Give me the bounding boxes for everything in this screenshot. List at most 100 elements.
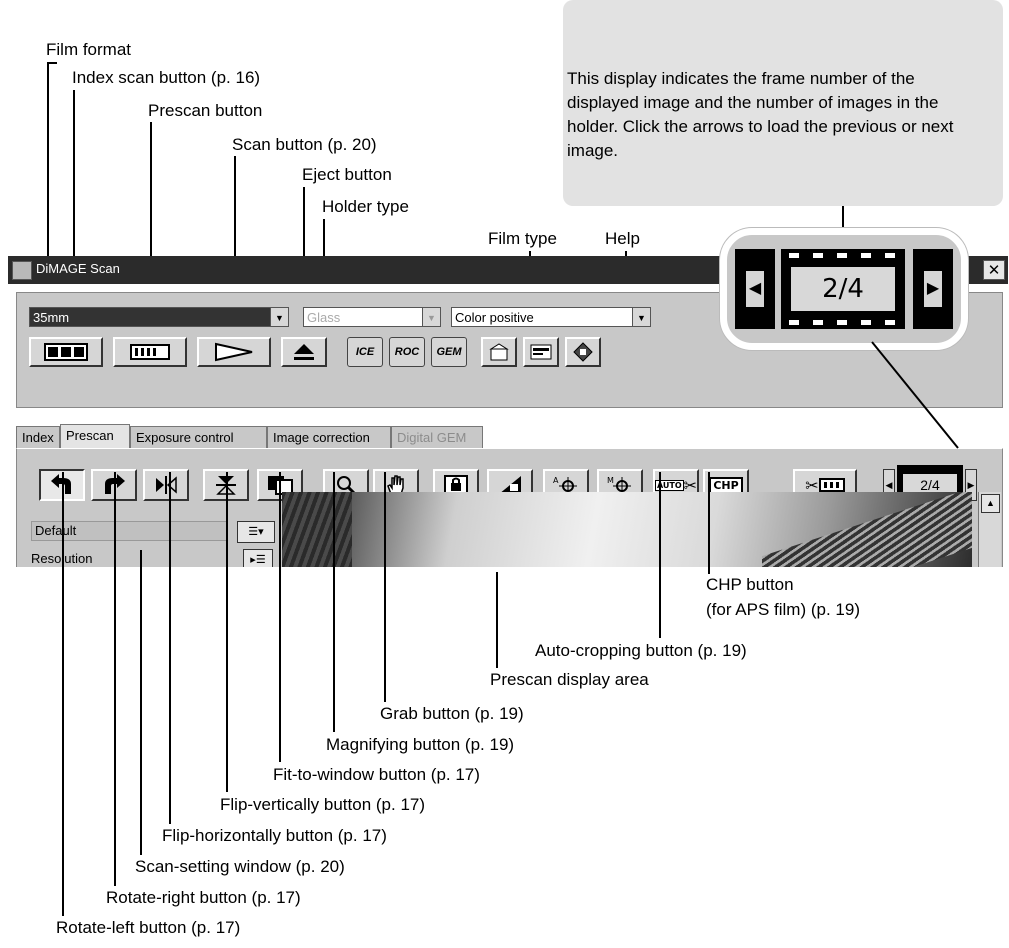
frame-counter-small: 2/4 [897,465,963,505]
leader-fit [279,472,281,762]
label-index-scan: Index scan button (p. 16) [72,68,261,87]
film-format-select[interactable]: 35mm ▼ [29,307,289,327]
tab-image-correction[interactable]: Image correction [267,426,391,448]
job-button[interactable] [523,337,559,367]
manual-focus-icon: M [607,476,631,495]
leader-grab [384,472,386,702]
film-right: ▶ [913,249,953,329]
callout-connector [842,206,844,228]
leader-prescan [150,122,152,307]
holder-type-select[interactable]: Glass ▼ [303,307,441,327]
window-title: DiMAGE Scan [36,261,120,276]
next-frame-button[interactable]: ▶ [924,271,942,307]
leader-eject [303,187,305,277]
leader-auto-crop [659,472,661,638]
label-rotate-right: Rotate-right button (p. 17) [106,888,301,907]
label-rotate-left: Rotate-left button (p. 17) [56,918,241,937]
scan-button[interactable] [197,337,271,367]
label-prescan-display: Prescan display area [490,670,649,689]
label-grab-button: Grab button (p. 19) [380,704,524,723]
leader-scan [234,156,236,306]
label-auto-cropping: Auto-cropping button (p. 19) [535,641,747,660]
prescan-scrollbar[interactable]: ▲ [978,492,1001,567]
label-flip-vertically: Flip-vertically button (p. 17) [220,795,426,814]
eject-icon [294,344,314,360]
prescan-icon [130,344,170,360]
label-holder-type: Holder type [322,197,409,216]
leader-holder-type [323,219,325,277]
label-fit-to-window: Fit-to-window button (p. 17) [273,765,480,784]
label-film-format: Film format [46,40,131,59]
label-scan-setting: Scan-setting window (p. 20) [135,857,345,876]
resolution-label: Resolution [31,549,92,567]
film-format-value: 35mm [33,310,70,325]
label-magnifying-button: Magnifying button (p. 19) [326,735,515,754]
leader-scan-setting [140,550,142,855]
label-chp-sub: (for APS film) (p. 19) [706,600,860,619]
label-chp-button: CHP button [706,575,794,594]
index-scan-icon [44,343,88,361]
frame-counter-value: 2/4 [791,267,895,311]
scroll-up-arrow[interactable]: ▲ [981,494,1000,513]
preferences-icon [489,343,509,361]
resolution-menu-button[interactable]: ▸☰ [243,549,273,567]
control-panel: 35mm ▼ Glass ▼ Color positive ▼ ICE ROC … [16,292,1003,408]
exposure-lock-icon [499,476,521,494]
help-button[interactable] [565,337,601,367]
prescan-display-area[interactable] [282,492,972,567]
svg-text:M: M [607,476,614,485]
preferences-button[interactable] [481,337,517,367]
label-flip-horizontally: Flip-horizontally button (p. 17) [162,826,387,845]
chevron-down-icon[interactable]: ▼ [270,307,289,327]
frame-counter-magnified: ◀ 2/4 ▶ [720,228,968,350]
setting-resolution-row: Resolution ▸☰ [17,545,273,567]
leader-rotate-right [114,472,116,886]
prev-frame-button[interactable]: ◀ [746,271,764,307]
close-button[interactable]: ✕ [983,260,1005,280]
leader-rotate-left [62,472,64,916]
scan-setting-default[interactable]: Default [31,521,227,541]
eject-button[interactable] [281,337,327,367]
ice-button[interactable]: ICE [347,337,383,367]
tab-prescan[interactable]: Prescan [60,424,130,448]
frame-counter-small-value: 2/4 [903,474,957,496]
building-left [282,492,352,567]
leader-film-format [47,62,49,274]
leader-prescan-area [496,572,498,668]
label-eject-button: Eject button [302,165,392,184]
label-help: Help [605,229,640,248]
job-icon [530,344,552,360]
tab-exposure-control[interactable]: Exposure control [130,426,267,448]
chevron-down-icon[interactable]: ▼ [632,307,651,327]
tab-index[interactable]: Index [16,426,60,448]
leader-flip-v [226,472,228,792]
holder-type-value: Glass [307,310,341,325]
info-callout-text: This display indicates the frame number … [567,69,954,160]
svg-text:A: A [553,476,559,485]
flip-horizontal-button[interactable] [143,469,189,501]
prescan-button[interactable] [113,337,187,367]
leader-magnify [333,472,335,732]
scissors-icon: ✂ [805,475,819,495]
gem-button[interactable]: GEM [431,337,467,367]
rotate-left-icon [51,474,71,494]
info-callout [563,0,1003,206]
film-left: ◀ [735,249,775,329]
setting-default-row: Default ☰▾ [17,517,275,545]
scan-icon [215,342,253,362]
dimage-scan-window: DiMAGE Scan ✕ 35mm ▼ Glass ▼ Color posit… [8,256,1008,567]
film-type-select[interactable]: Color positive ▼ [451,307,651,327]
setting-menu-button[interactable]: ☰▾ [237,521,275,543]
scissors-icon: ✂ [683,475,698,495]
leader-index-scan [73,90,75,305]
chevron-down-icon[interactable]: ▼ [422,307,441,327]
roc-button[interactable]: ROC [389,337,425,367]
film-type-value: Color positive [455,310,534,325]
leader-chp [708,472,710,574]
index-scan-button[interactable] [29,337,103,367]
auto-crop-label: AUTO [654,479,684,491]
flip-horizontal-icon [156,476,177,494]
tab-digital-gem[interactable]: Digital GEM [391,426,483,448]
label-film-type: Film type [488,229,557,248]
